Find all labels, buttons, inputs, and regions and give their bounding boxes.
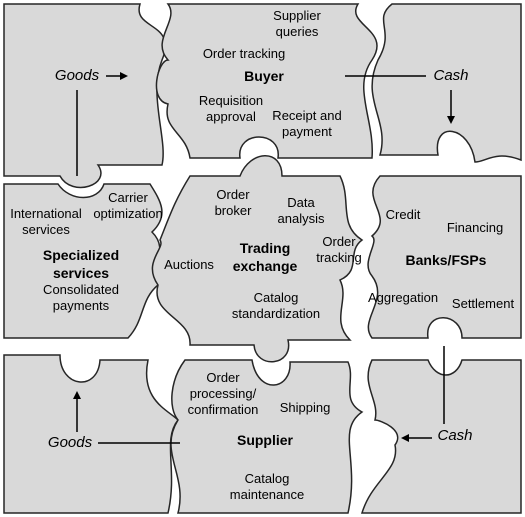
piece-supplier bbox=[170, 359, 364, 514]
trading-item-catalog-standardization: Catalog standardization bbox=[231, 290, 321, 321]
cash-top-arrowhead bbox=[447, 116, 455, 124]
piece-banks bbox=[367, 175, 522, 339]
cash-bottom-label: Cash bbox=[437, 427, 473, 444]
trading-item-order-broker: Order broker bbox=[214, 187, 252, 218]
banks-item-credit: Credit bbox=[385, 207, 421, 222]
cash-bottom-arrowhead bbox=[401, 434, 409, 442]
trading-title: Trading exchange bbox=[232, 240, 298, 274]
piece-top-left bbox=[3, 3, 167, 189]
supplier-item-order-processing: Order processing/ confirmation bbox=[187, 370, 259, 417]
cash-top-label: Cash bbox=[433, 67, 469, 84]
goods-bottom-label: Goods bbox=[47, 434, 93, 451]
buyer-title: Buyer bbox=[244, 68, 284, 84]
banks-item-settlement: Settlement bbox=[451, 296, 515, 311]
specialized-title: Specialized services bbox=[42, 247, 120, 281]
banks-title: Banks/FSPs bbox=[405, 252, 487, 268]
goods-top-arrowhead bbox=[120, 72, 128, 80]
banks-item-aggregation: Aggregation bbox=[367, 290, 439, 305]
trading-item-auctions: Auctions bbox=[164, 257, 214, 272]
piece-top-right bbox=[371, 3, 522, 163]
piece-bottom-right bbox=[360, 359, 522, 514]
piece-trading bbox=[151, 155, 364, 363]
goods-top-label: Goods bbox=[54, 67, 100, 84]
buyer-item-order-tracking: Order tracking bbox=[202, 46, 286, 61]
buyer-item-receipt-payment: Receipt and payment bbox=[272, 108, 342, 139]
trading-item-data-analysis: Data analysis bbox=[277, 195, 325, 226]
banks-item-financing: Financing bbox=[446, 220, 504, 235]
supplier-item-shipping: Shipping bbox=[279, 400, 331, 415]
goods-bottom-arrowhead bbox=[73, 391, 81, 399]
buyer-item-supplier-queries: Supplier queries bbox=[273, 8, 321, 39]
supplier-title: Supplier bbox=[236, 432, 294, 448]
piece-specialized bbox=[3, 183, 163, 339]
supplier-item-catalog-maintenance: Catalog maintenance bbox=[229, 471, 305, 502]
specialized-item-carrier-optimization: Carrier optimization bbox=[93, 190, 163, 221]
piece-bottom-left bbox=[3, 354, 180, 514]
piece-buyer bbox=[155, 3, 378, 159]
buyer-item-requisition-approval: Requisition approval bbox=[198, 93, 264, 124]
trading-item-order-tracking: Order tracking bbox=[316, 234, 362, 265]
specialized-item-international-services: International services bbox=[10, 206, 82, 237]
specialized-item-consolidated-payments: Consolidated payments bbox=[43, 282, 119, 313]
